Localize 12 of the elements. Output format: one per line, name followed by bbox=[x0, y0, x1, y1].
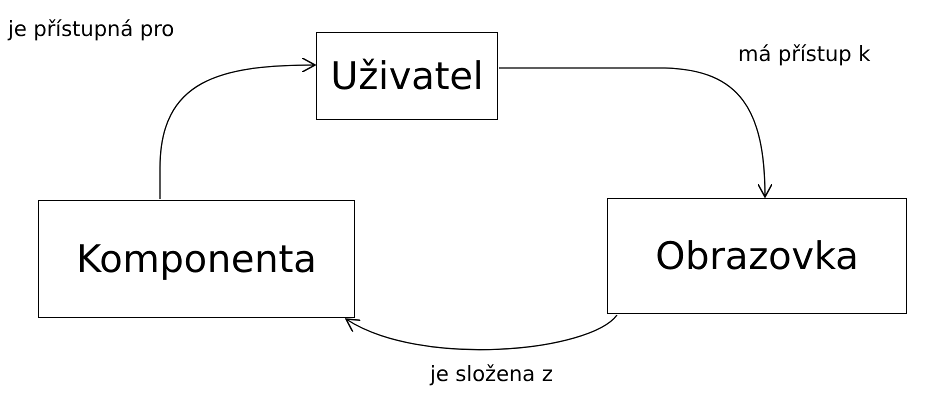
concept-box bbox=[38, 200, 355, 318]
curved-arrow bbox=[499, 67, 772, 198]
concept-box bbox=[316, 32, 498, 120]
curved-arrow bbox=[345, 314, 618, 350]
edge-label: je přístupná pro bbox=[8, 17, 174, 41]
node-label: Uživatel bbox=[330, 54, 484, 98]
node-label: Obrazovka bbox=[655, 234, 859, 278]
concept-box bbox=[607, 198, 907, 314]
curved-arrow bbox=[159, 57, 316, 199]
edge-label: má přístup k bbox=[738, 42, 870, 66]
edge-label: je složena z bbox=[430, 362, 553, 386]
node-label: Komponenta bbox=[76, 237, 317, 281]
